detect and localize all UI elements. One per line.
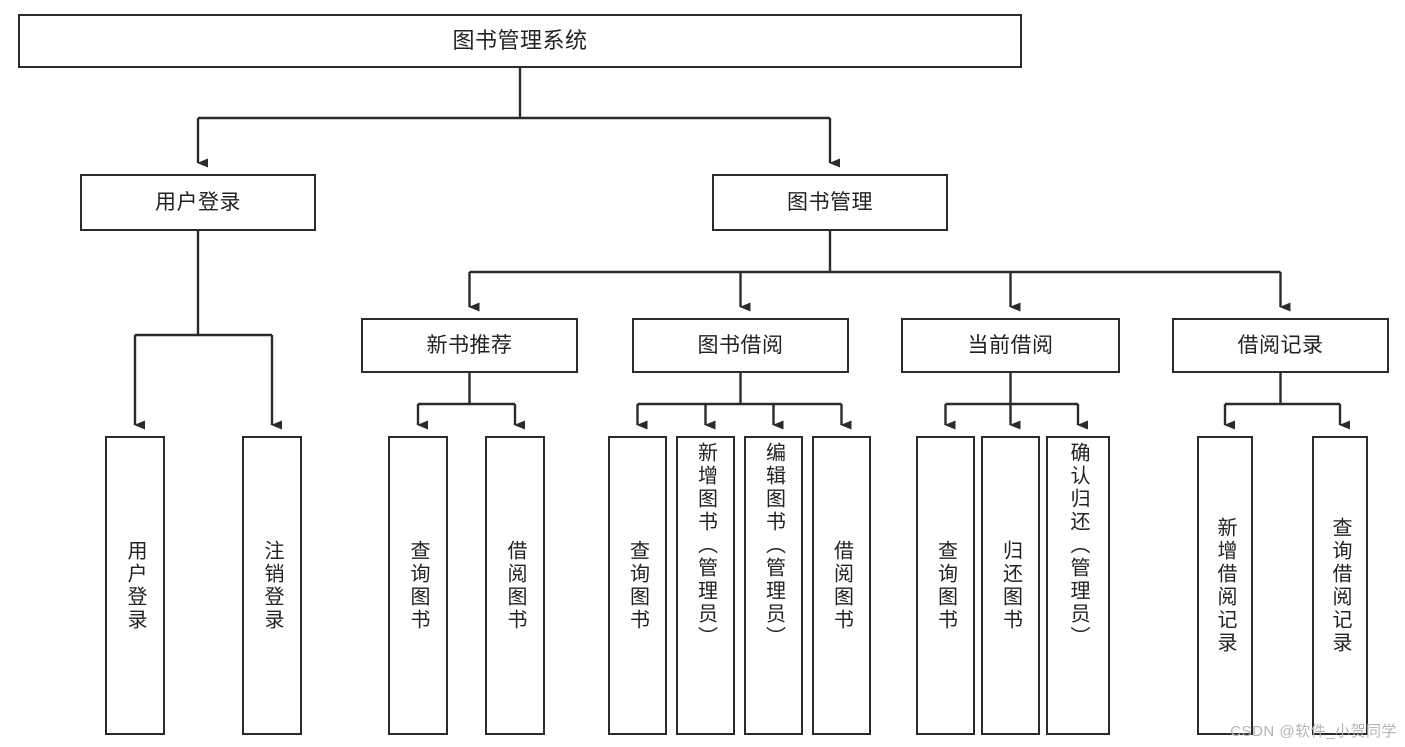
connector-lines [133,68,1350,430]
node-add-book-admin[interactable]: 新增图书（管理员） [676,436,735,735]
watermark: CSDN @软件_小贺同学 [1230,723,1397,740]
node-current-borrow[interactable]: 当前借阅 [901,318,1120,373]
node-user-login-label: 用户登录 [155,190,241,214]
node-borrow-book-2[interactable]: 借阅图书 [812,436,871,735]
node-current-borrow-label: 当前借阅 [967,333,1054,357]
node-book-manage-label: 图书管理 [787,190,873,214]
node-confirm-return-admin[interactable]: 确认归还（管理员） [1046,436,1110,735]
node-borrow-record-label: 借阅记录 [1237,333,1324,357]
node-query-book-2-label: 查询图书 [626,539,649,632]
node-query-book-2[interactable]: 查询图书 [608,436,667,735]
node-query-book-1-label: 查询图书 [407,539,429,632]
node-user-logout-label: 注销登录 [261,539,283,632]
node-borrow-book-1[interactable]: 借阅图书 [485,436,545,735]
node-query-book-3[interactable]: 查询图书 [916,436,975,735]
node-new-book-recommend-label: 新书推荐 [426,333,513,357]
node-edit-book-admin-label: 编辑图书（管理员） [762,442,785,649]
node-book-manage[interactable]: 图书管理 [712,174,948,231]
node-root-label: 图书管理系统 [452,27,588,53]
node-query-borrow-record[interactable]: 查询借阅记录 [1312,436,1368,735]
node-return-book[interactable]: 归还图书 [981,436,1040,735]
node-return-book-label: 归还图书 [999,539,1022,632]
node-borrow-book-2-label: 借阅图书 [830,539,853,632]
node-edit-book-admin[interactable]: 编辑图书（管理员） [744,436,803,735]
node-root[interactable]: 图书管理系统 [18,14,1022,68]
node-user-login[interactable]: 用户登录 [80,174,316,231]
node-book-borrow-label: 图书借阅 [697,333,784,357]
node-add-borrow-record-label: 新增借阅记录 [1214,516,1236,655]
node-query-borrow-record-label: 查询借阅记录 [1329,516,1351,655]
node-borrow-book-1-label: 借阅图书 [504,539,526,632]
node-add-borrow-record[interactable]: 新增借阅记录 [1197,436,1253,735]
node-book-borrow[interactable]: 图书借阅 [632,318,849,373]
node-confirm-return-admin-label: 确认归还（管理员） [1067,442,1089,649]
node-query-book-1[interactable]: 查询图书 [388,436,448,735]
node-borrow-record[interactable]: 借阅记录 [1172,318,1389,373]
node-user-login-do-label: 用户登录 [124,539,146,632]
node-user-logout[interactable]: 注销登录 [242,436,302,735]
node-query-book-3-label: 查询图书 [934,539,957,632]
node-add-book-admin-label: 新增图书（管理员） [694,442,717,649]
node-user-login-do[interactable]: 用户登录 [105,436,165,735]
node-new-book-recommend[interactable]: 新书推荐 [361,318,578,373]
